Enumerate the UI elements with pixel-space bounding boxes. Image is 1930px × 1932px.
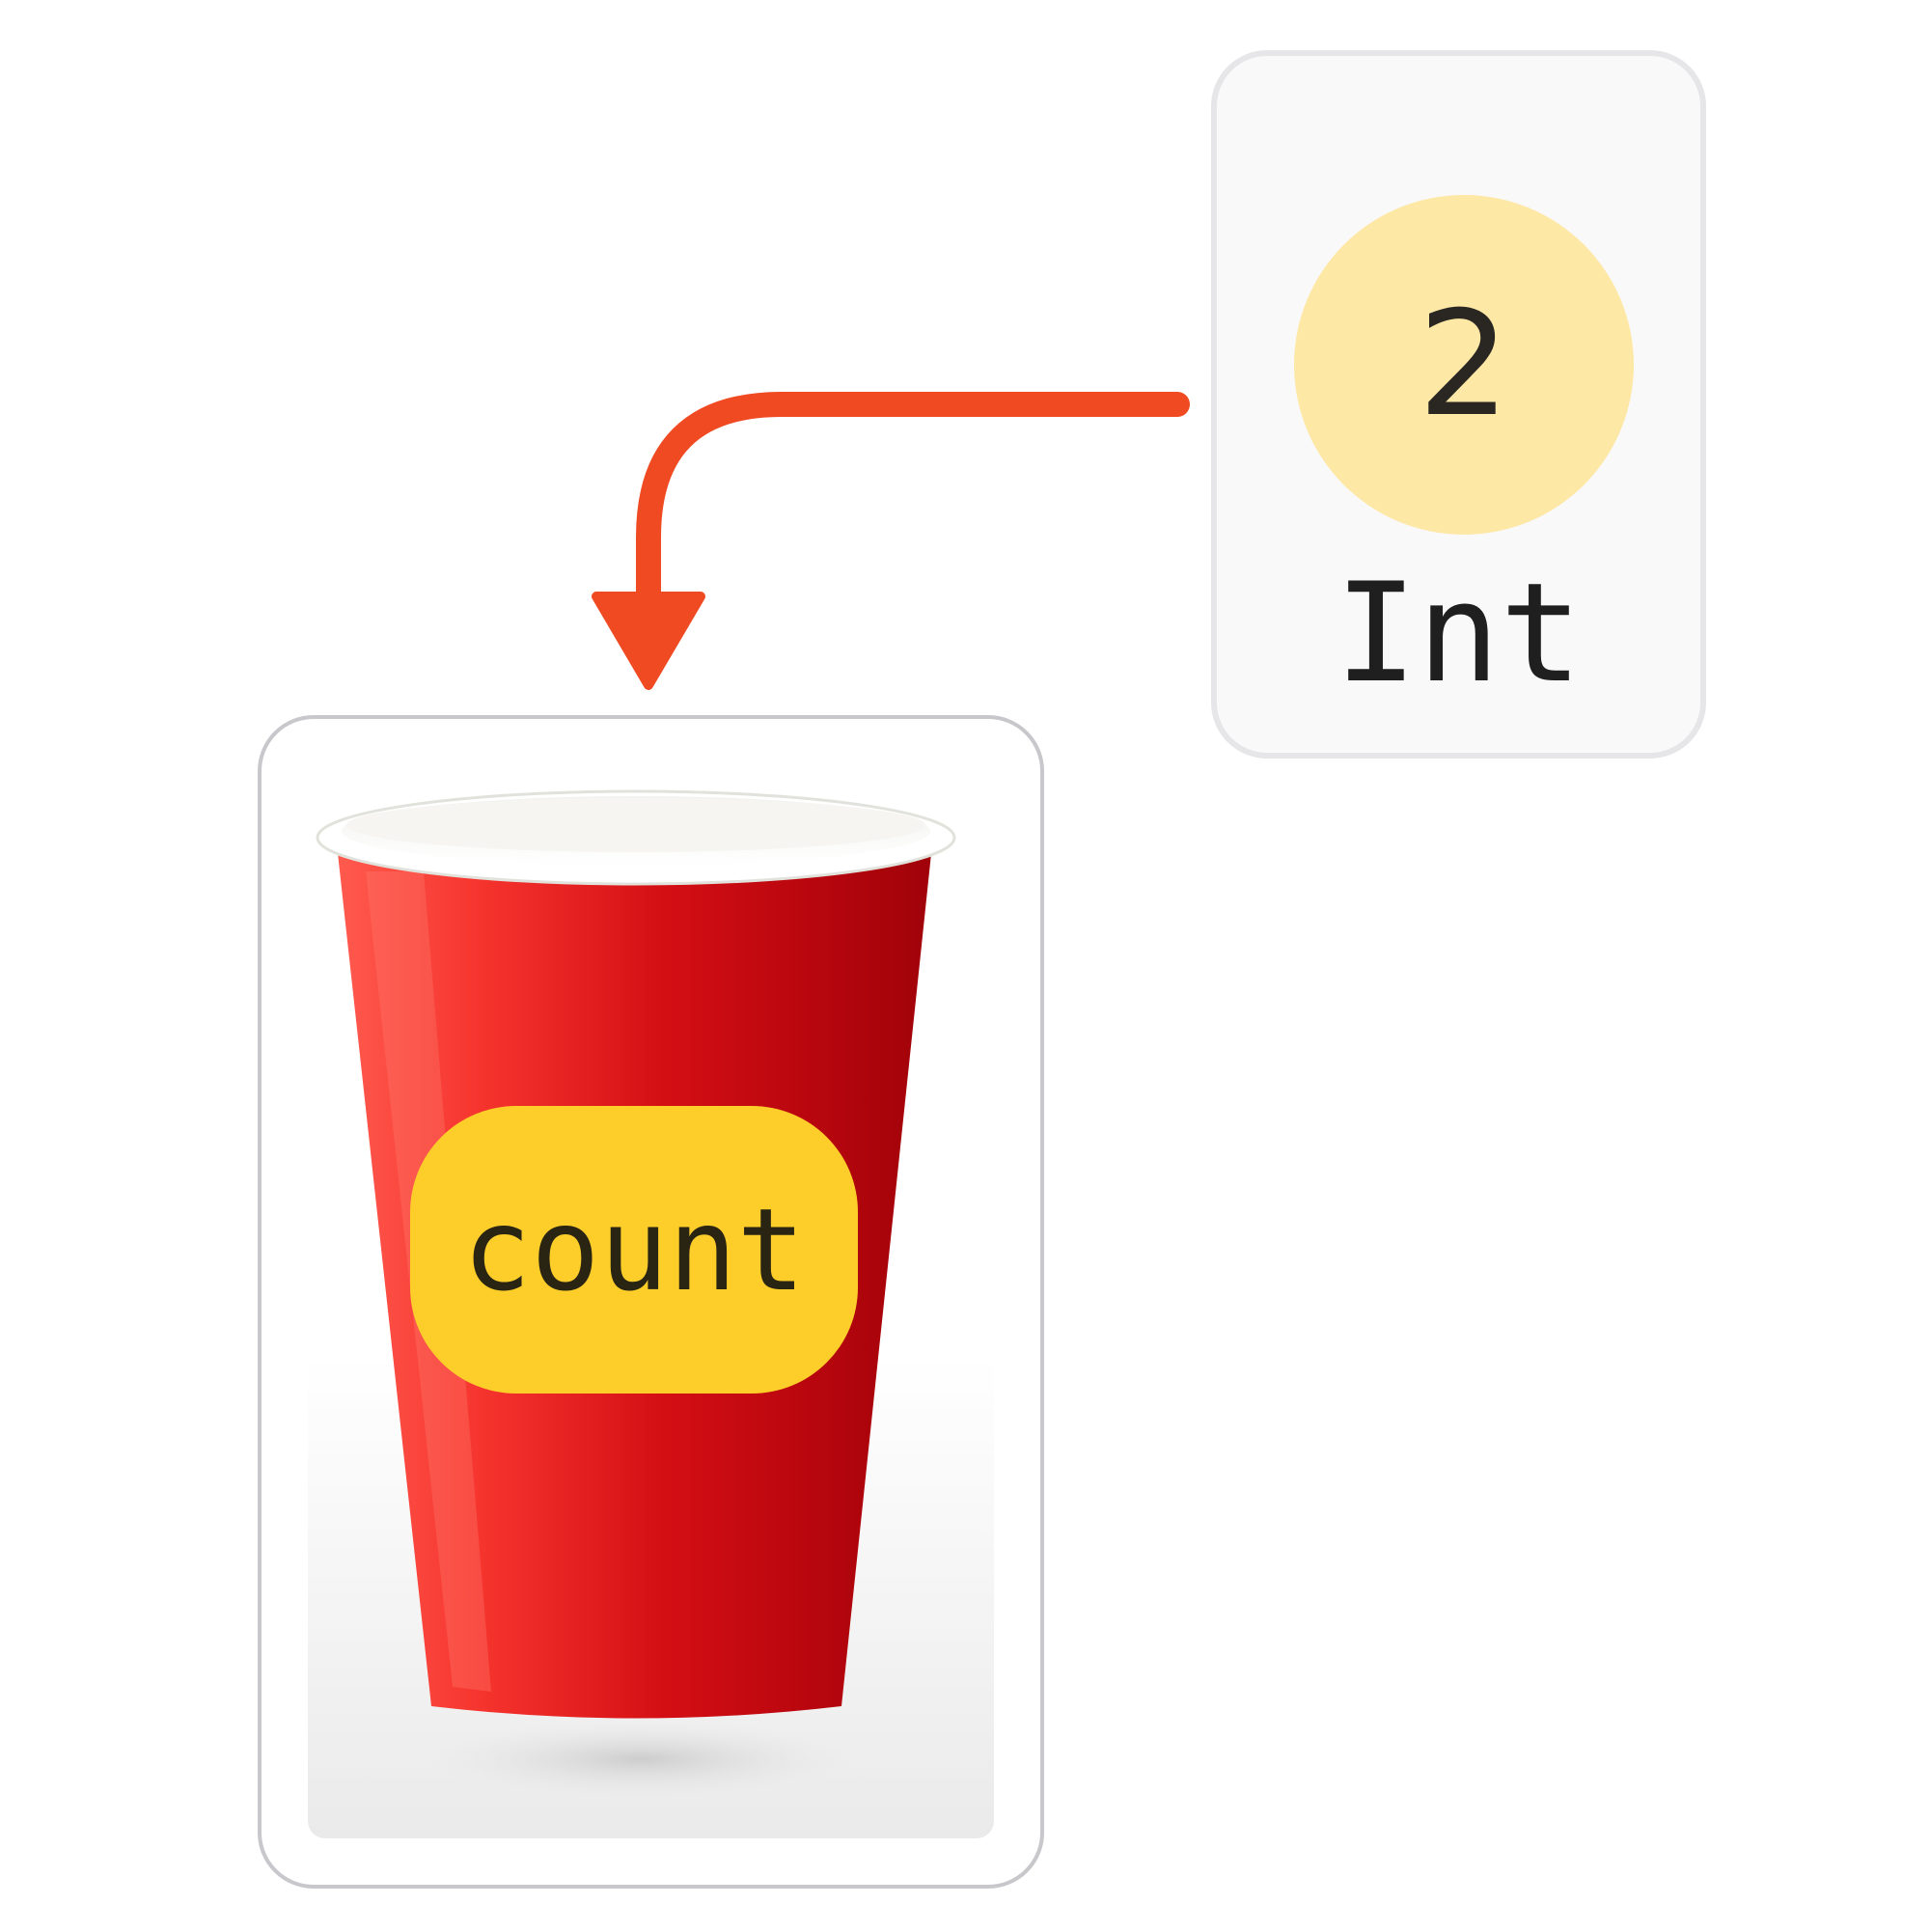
value-type-label: Int [1335, 554, 1583, 713]
arrowhead [592, 592, 705, 690]
value-circle: 2 [1294, 195, 1634, 535]
value-card: 2 Int [1211, 50, 1706, 759]
variable-name-label: count [410, 1106, 858, 1394]
arrow-line [636, 392, 1190, 619]
value-number: 2 [1418, 281, 1510, 449]
